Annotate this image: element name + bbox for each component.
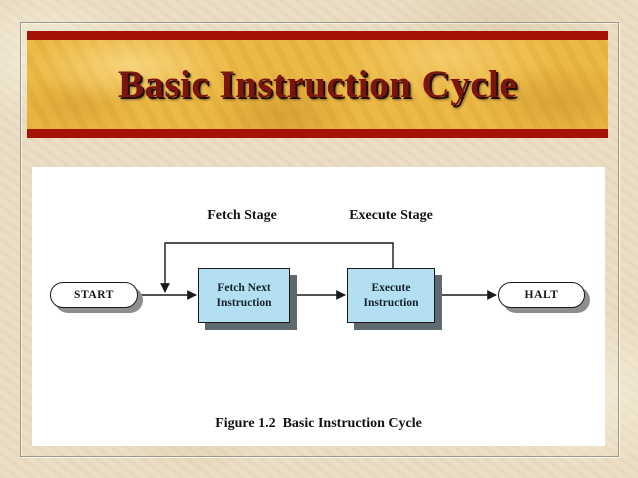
start-node: START	[50, 282, 138, 308]
title-banner: Basic Instruction Cycle	[27, 31, 608, 138]
banner-gold-band: Basic Instruction Cycle	[27, 40, 608, 129]
execute-box: Execute Instruction	[347, 268, 435, 323]
halt-label: HALT	[524, 289, 559, 301]
start-label: START	[73, 289, 115, 301]
connector-arrows	[138, 242, 497, 300]
fetch-box-label: Fetch Next Instruction	[216, 281, 272, 309]
fetch-box: Fetch Next Instruction	[198, 268, 290, 323]
execute-box-label: Execute Instruction	[363, 281, 419, 309]
slide-inner-border	[20, 22, 619, 457]
diagram-panel: Fetch Stage Execute Stage START Fetch Ne…	[32, 167, 605, 446]
banner-bottom-bar	[27, 129, 608, 138]
figure-caption: Figure 1.2 Basic Instruction Cycle	[215, 416, 422, 431]
halt-node: HALT	[498, 282, 585, 308]
slide-title: Basic Instruction Cycle	[117, 63, 518, 106]
execute-stage-label: Execute Stage	[349, 208, 433, 223]
feedback-loop-arrow	[160, 242, 394, 293]
fetch-stage-label: Fetch Stage	[207, 208, 277, 223]
banner-top-bar	[27, 31, 608, 40]
